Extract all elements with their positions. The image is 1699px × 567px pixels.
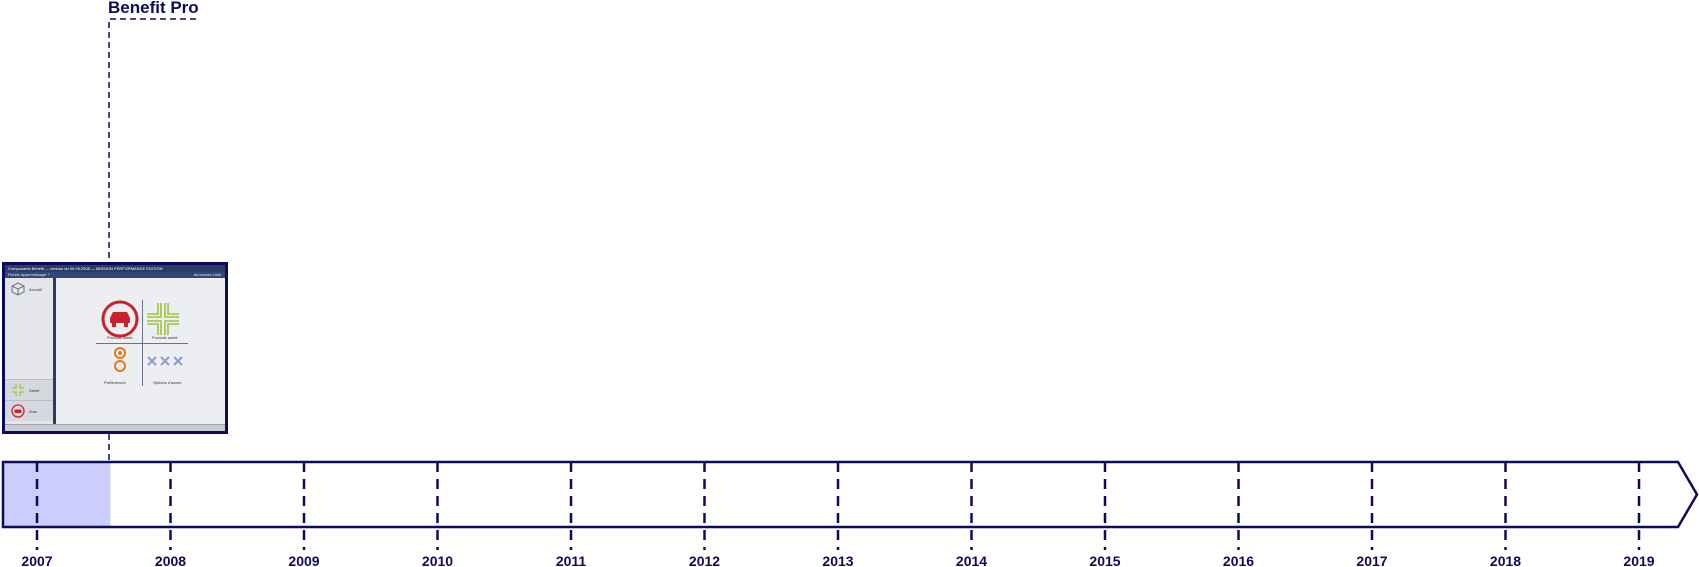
sidebar-home-label: Accueil bbox=[29, 287, 42, 292]
tile-label: Options d'accès bbox=[153, 380, 182, 385]
sidebar-item-label: Santé bbox=[29, 388, 40, 393]
health-cross-icon bbox=[12, 384, 24, 396]
home-cube-icon bbox=[11, 282, 25, 296]
cross-icon bbox=[147, 303, 179, 335]
sidebar-item-label: Auto bbox=[29, 409, 38, 414]
year-label-2013: 2013 bbox=[822, 553, 853, 567]
tile-label: Préférences bbox=[104, 380, 126, 385]
year-label-2017: 2017 bbox=[1356, 553, 1387, 567]
year-label-2009: 2009 bbox=[288, 553, 319, 567]
year-label-2014: 2014 bbox=[956, 553, 987, 567]
year-label-2008: 2008 bbox=[155, 553, 186, 567]
year-label-2018: 2018 bbox=[1490, 553, 1521, 567]
year-ticks bbox=[35, 462, 1641, 550]
timeline-arrow bbox=[1, 460, 1699, 529]
year-label-2019: 2019 bbox=[1623, 553, 1654, 567]
tile-label: Produits santé bbox=[152, 335, 178, 340]
xxx-icon bbox=[147, 356, 183, 366]
product-title: Benefit Pro bbox=[108, 0, 199, 17]
car-icon bbox=[11, 404, 25, 418]
sidebar-item-sante: Santé bbox=[5, 379, 53, 400]
screenshot-titlebar: Composants Benefit — version du 09.09.20… bbox=[5, 265, 225, 272]
car-icon bbox=[101, 300, 139, 338]
screenshot-menubar: Fichier Apprentissage ? Annonces Liste bbox=[5, 272, 225, 278]
year-label-2016: 2016 bbox=[1223, 553, 1254, 567]
screenshot-sidebar: Accueil Santé Auto bbox=[5, 278, 56, 425]
screenshot-main: Produits santé Produits santé Préférence… bbox=[56, 278, 225, 425]
product-period-highlight bbox=[4, 462, 111, 527]
year-label-2012: 2012 bbox=[689, 553, 720, 567]
sidebar-item-auto: Auto bbox=[5, 400, 53, 421]
year-label-2015: 2015 bbox=[1089, 553, 1120, 567]
year-label-2007: 2007 bbox=[21, 553, 52, 567]
screenshot-menu-right: Annonces Liste bbox=[193, 272, 221, 277]
tile-divider-horizontal bbox=[96, 343, 188, 344]
tile-label: Produits santé bbox=[107, 335, 133, 340]
title-leader-line bbox=[108, 18, 196, 462]
screenshot-body: Accueil Santé Auto bbox=[5, 278, 225, 425]
year-label-2011: 2011 bbox=[556, 553, 587, 567]
product-screenshot: Composants Benefit — version du 09.09.20… bbox=[2, 262, 228, 434]
year-labels: 2007 2008 2009 2010 2011 2012 2013 2014 2015 2016… bbox=[21, 553, 1654, 567]
year-label-2010: 2010 bbox=[422, 553, 453, 567]
screenshot-statusbar bbox=[5, 424, 225, 431]
rings-icon bbox=[114, 347, 126, 372]
screenshot-menu: Fichier Apprentissage ? bbox=[8, 272, 50, 277]
